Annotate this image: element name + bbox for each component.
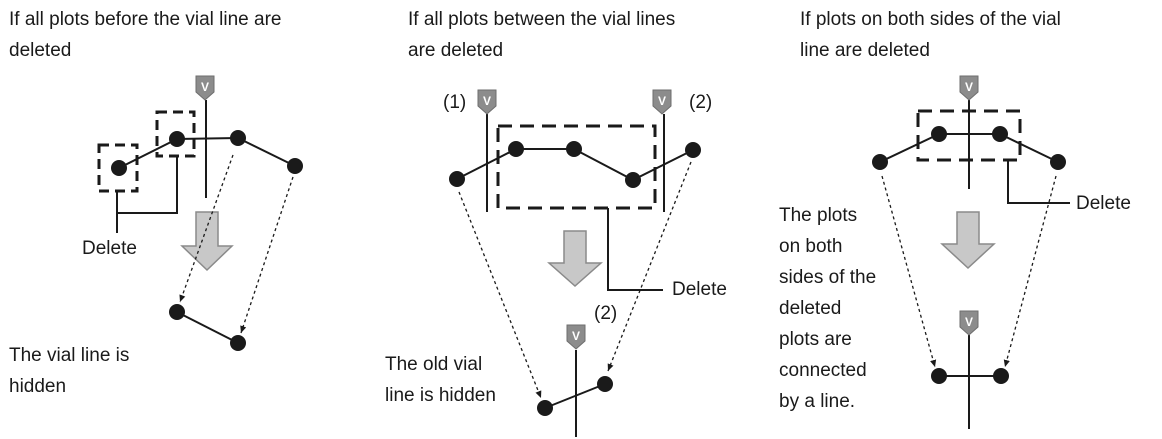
plot-point bbox=[872, 154, 888, 170]
result-note: The plots on both sides of the deleted p… bbox=[779, 205, 877, 412]
plot-connector bbox=[879, 133, 1059, 163]
panel-2-title: If all plots between the vial lines are … bbox=[408, 9, 676, 61]
vial-marker-2: V bbox=[566, 324, 586, 350]
delete-label: Delete bbox=[82, 238, 137, 259]
svg-text:V: V bbox=[965, 80, 973, 94]
plot-point bbox=[1050, 154, 1066, 170]
plot-point bbox=[230, 335, 246, 351]
panel-1-title: If all plots before the vial line are de… bbox=[9, 9, 282, 61]
svg-text:V: V bbox=[658, 94, 666, 108]
panel-1-before: V bbox=[97, 75, 303, 233]
plot-point bbox=[449, 171, 465, 187]
vial-marker: V bbox=[959, 310, 979, 336]
plot-point bbox=[169, 304, 185, 320]
svg-text:V: V bbox=[572, 329, 580, 343]
delete-label: Delete bbox=[1076, 193, 1131, 214]
panel-3-transition-arrow bbox=[940, 211, 996, 270]
delete-label: Delete bbox=[672, 279, 727, 300]
svg-text:V: V bbox=[201, 80, 209, 94]
vial-marker-2: V bbox=[652, 89, 672, 115]
plot-point bbox=[685, 142, 701, 158]
plot-point bbox=[230, 130, 246, 146]
vial-marker-2-label: (2) bbox=[689, 92, 713, 113]
mapping-arrow bbox=[1003, 175, 1057, 368]
plot-point bbox=[111, 160, 127, 176]
panel-1-transition-arrow bbox=[180, 211, 234, 272]
mapping-arrow bbox=[881, 175, 937, 368]
plot-point bbox=[625, 172, 641, 188]
vial-marker-1: V bbox=[477, 89, 497, 115]
plot-connector bbox=[176, 311, 239, 344]
plot-point bbox=[566, 141, 582, 157]
plot-point bbox=[597, 376, 613, 392]
delete-selection-box bbox=[155, 110, 196, 158]
panel-2-before: V V bbox=[449, 89, 701, 291]
vial-marker: V bbox=[959, 75, 979, 101]
delete-callout-line bbox=[1007, 160, 1070, 204]
svg-text:V: V bbox=[483, 94, 491, 108]
plot-point bbox=[287, 158, 303, 174]
delete-callout-line bbox=[607, 208, 663, 291]
vial-marker: V bbox=[195, 75, 215, 101]
result-note: The vial line is hidden bbox=[9, 345, 130, 397]
plot-point bbox=[169, 131, 185, 147]
mapping-arrow bbox=[240, 176, 294, 334]
plot-connector bbox=[118, 136, 296, 169]
plot-point bbox=[508, 141, 524, 157]
plot-point bbox=[992, 126, 1008, 142]
panel-2-transition-arrow bbox=[547, 230, 603, 288]
mapping-arrow bbox=[458, 191, 542, 399]
delete-selection-box bbox=[916, 109, 1022, 162]
panel-3-after: V bbox=[931, 310, 1009, 429]
plot-point bbox=[931, 126, 947, 142]
plot-point bbox=[931, 368, 947, 384]
plot-point bbox=[993, 368, 1009, 384]
mapping-arrow bbox=[607, 161, 692, 372]
delete-selection-box bbox=[496, 124, 657, 210]
panel-1-after bbox=[169, 304, 246, 351]
panel-3-title: If plots on both sides of the vial line … bbox=[800, 9, 1061, 61]
svg-text:V: V bbox=[965, 315, 973, 329]
mapping-arrow bbox=[179, 154, 234, 303]
panel-3-before: V bbox=[872, 75, 1070, 204]
delete-callout-line bbox=[116, 156, 178, 214]
result-note: The old vial line is hidden bbox=[385, 354, 496, 406]
plot-connector bbox=[544, 383, 606, 409]
plot-point bbox=[537, 400, 553, 416]
panel-2-after: V bbox=[537, 324, 613, 437]
vial-marker-1-label: (1) bbox=[443, 92, 467, 113]
result-marker-label: (2) bbox=[594, 303, 618, 324]
